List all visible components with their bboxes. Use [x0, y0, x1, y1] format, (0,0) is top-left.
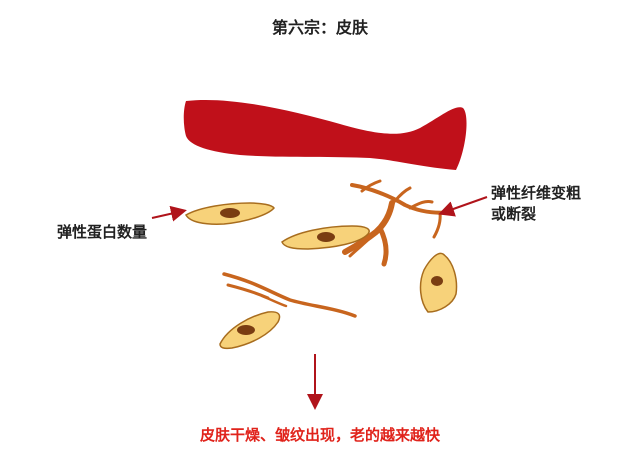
fiber-label-line1: 弹性纤维变粗	[491, 184, 582, 202]
elastic-fiber-lower	[222, 272, 357, 318]
elastin-label: 弹性蛋白数量	[57, 223, 148, 241]
cell-3	[419, 252, 458, 313]
cell-4	[219, 311, 281, 350]
fiber-arrow	[438, 196, 488, 217]
cell-1	[184, 202, 275, 225]
blood-vessel	[183, 99, 467, 170]
page-title: 第六宗：皮肤	[271, 18, 368, 37]
fiber-label: 弹性纤维变粗 或断裂	[491, 183, 631, 225]
cell-2	[281, 225, 370, 250]
elastin-arrow	[151, 205, 187, 222]
conclusion-text: 皮肤干燥、皱纹出现，老的越来越快	[199, 426, 440, 444]
fiber-label-line2: 或断裂	[491, 205, 537, 223]
elastic-fiber-branched	[342, 179, 454, 267]
